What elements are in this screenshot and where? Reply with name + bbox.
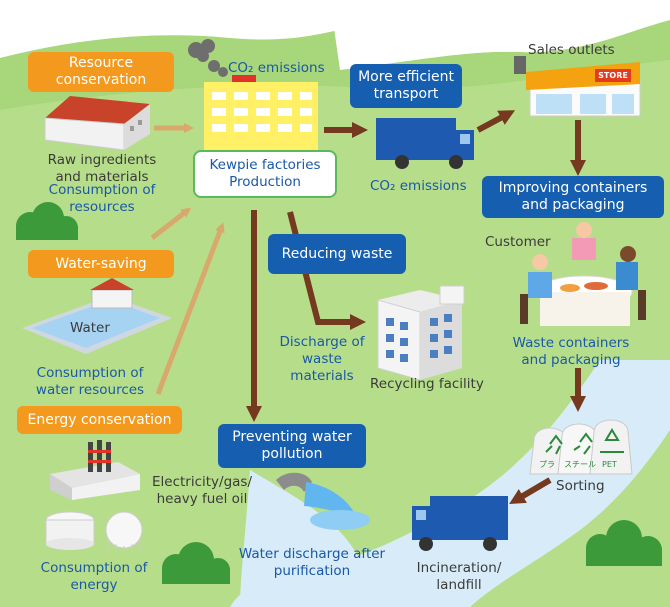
recycle-mark-steel: スチール (564, 460, 596, 469)
electricity-label: Electricity/gas/ heavy fuel oil (151, 474, 253, 507)
waste-containers-label: Waste containers and packaging (512, 335, 630, 368)
energy-conservation-box: Energy conservation (17, 406, 182, 434)
smoke-icon (188, 39, 228, 77)
water-saving-box: Water-saving (28, 250, 174, 278)
gas-tank-icon (45, 511, 143, 552)
co2-emissions-truck-label: CO₂ emissions (370, 178, 467, 194)
recycle-mark-pet: PET (602, 460, 617, 469)
truck-icon (376, 118, 474, 169)
warehouse-icon (44, 96, 150, 151)
water-discharge-label: Water discharge after purification (238, 546, 386, 579)
recycling-facility-label: Recycling facility (370, 376, 484, 392)
recycle-bag-icon (529, 419, 633, 475)
power-plant-icon (50, 440, 140, 500)
sorting-label: Sorting (556, 478, 605, 494)
incineration-label: Incineration/ landfill (416, 560, 502, 593)
water-discharge-icon (276, 472, 370, 530)
bush-icon (586, 520, 662, 566)
factory-title: Kewpie factories (209, 157, 321, 173)
recycling-facility-icon (377, 285, 465, 381)
bush-icon (16, 202, 78, 240)
arrow-water-to-factory (155, 222, 225, 395)
recycle-mark-plastic: プラ (539, 460, 555, 469)
flow-arrows (246, 110, 586, 505)
discharge-waste-label: Discharge of waste materials (279, 334, 365, 384)
truck-icon (412, 496, 508, 551)
arrow-resources-to-factory (150, 207, 192, 240)
more-efficient-transport-box: More efficient transport (350, 64, 462, 108)
consumption-water-label: Consumption of water resources (35, 365, 145, 398)
arrow-sorting-to-truck (509, 477, 552, 505)
store-sign: STORE (595, 69, 631, 82)
improving-containers-box: Improving containers and packaging (482, 176, 664, 218)
arrow-truck-to-store (476, 110, 516, 133)
sales-outlets-label: Sales outlets (528, 42, 615, 58)
raw-ingredients-label: Raw ingredients and materials (47, 152, 157, 185)
customer-label: Customer (485, 234, 551, 250)
factory-subtitle: Production (229, 174, 301, 190)
co2-emissions-top-label: CO₂ emissions (228, 60, 325, 76)
preventing-water-pollution-box: Preventing water pollution (218, 424, 366, 468)
factory-production-box: Kewpie factories Production (193, 150, 337, 198)
factory-icon (204, 75, 318, 160)
pool-icon (22, 278, 172, 354)
consumption-resources-label: Consumption of resources (48, 182, 156, 215)
river (230, 360, 670, 607)
bush-icon (162, 542, 230, 584)
resource-conservation-box: Resource conservation (28, 52, 174, 92)
reducing-waste-box: Reducing waste (268, 234, 406, 274)
river (240, 470, 361, 607)
customers-dining-icon (520, 222, 646, 326)
water-label: Water (70, 320, 110, 336)
input-arrows (150, 123, 225, 395)
consumption-energy-label: Consumption of energy (40, 560, 148, 593)
